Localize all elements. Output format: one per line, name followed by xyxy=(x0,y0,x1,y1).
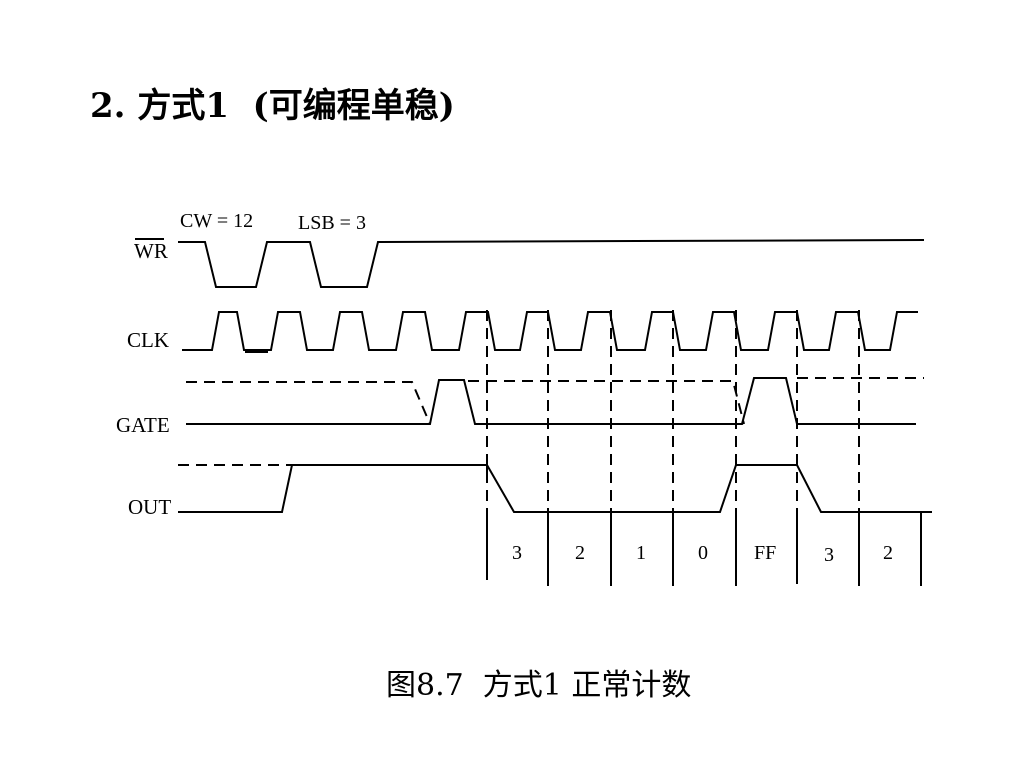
count-value: 2 xyxy=(883,542,893,564)
count-value: 2 xyxy=(575,542,585,564)
out-waveform xyxy=(178,464,932,513)
wr-waveform xyxy=(178,239,925,288)
count-value: FF xyxy=(754,542,776,564)
gate-dashed-mid xyxy=(468,380,745,425)
count-separators xyxy=(486,512,922,586)
figure-caption: 图8.7 方式1 正常计数 xyxy=(386,668,692,703)
control-word-annotation: CW = 12 xyxy=(180,210,253,232)
slide-heading: 2. 方式1 (可编程单稳) xyxy=(90,86,455,126)
wr-label: WR xyxy=(134,239,168,263)
gate-label: GATE xyxy=(116,413,170,437)
lsb-annotation: LSB = 3 xyxy=(298,212,366,234)
count-value: 3 xyxy=(512,542,522,564)
gate-dashed-before xyxy=(186,381,431,425)
out-label: OUT xyxy=(128,495,171,519)
count-value: 1 xyxy=(636,542,646,564)
gate-waveform xyxy=(186,377,916,425)
clk-waveform xyxy=(182,311,918,351)
clk-label: CLK xyxy=(127,328,169,352)
count-value: 0 xyxy=(698,542,708,564)
reference-lines xyxy=(486,310,860,512)
count-value: 3 xyxy=(824,544,834,566)
